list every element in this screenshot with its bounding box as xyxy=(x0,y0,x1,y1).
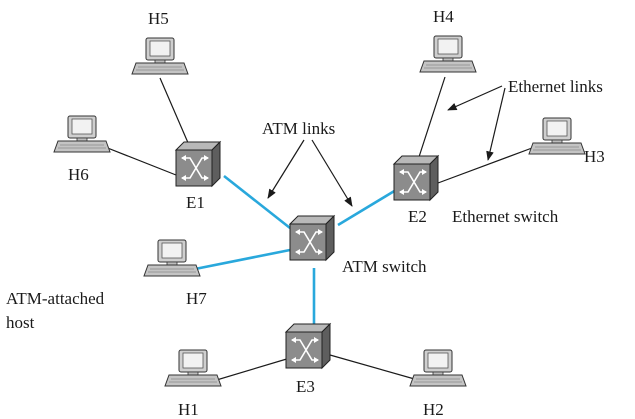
link-h1-e3 xyxy=(209,357,291,383)
ethernet-switch-e1-icon xyxy=(175,141,221,187)
computer-h6-icon xyxy=(53,115,111,153)
computer-h7-icon xyxy=(143,239,201,277)
label-h7: H7 xyxy=(186,289,207,308)
link-h4-e2 xyxy=(417,76,446,161)
label-atm-links: ATM links xyxy=(262,119,335,138)
link-h2-e3 xyxy=(329,354,419,381)
computer-h2-icon xyxy=(409,349,467,387)
link-h5-e1 xyxy=(159,77,193,153)
label-h5: H5 xyxy=(148,9,169,28)
atm-link-h7-atm xyxy=(189,248,291,272)
label-atm-attached-host: host xyxy=(6,313,35,332)
label-h6: H6 xyxy=(68,165,89,184)
atm-link-e1-atm xyxy=(223,174,291,230)
computer-h1-icon xyxy=(164,349,222,387)
link-h3-e2 xyxy=(437,147,533,184)
label-ethernet-switch: Ethernet switch xyxy=(452,207,559,226)
label-e2: E2 xyxy=(408,207,427,226)
computer-h4-icon xyxy=(419,35,477,73)
atm-link-e2-atm xyxy=(337,188,397,227)
label-e3: E3 xyxy=(296,377,315,396)
label-e1: E1 xyxy=(186,193,205,212)
label-h2: H2 xyxy=(423,400,444,419)
link-h6-e1 xyxy=(99,144,177,176)
arrow-ethernet-links-h3 xyxy=(486,87,506,161)
label-h4: H4 xyxy=(433,7,454,26)
label-atm-switch: ATM switch xyxy=(342,257,427,276)
ethernet-switch-e3-icon xyxy=(285,323,331,369)
computer-h5-icon xyxy=(131,37,189,75)
computer-h3-icon xyxy=(528,117,586,155)
label-h3: H3 xyxy=(584,147,605,166)
arrow-atm-links-left xyxy=(267,139,305,199)
atm-switch-icon xyxy=(289,215,335,261)
ethernet-switch-e2-icon xyxy=(393,155,439,201)
label-ethernet-links: Ethernet links xyxy=(508,77,603,96)
arrow-ethernet-links-h4 xyxy=(447,85,503,111)
label-atm-attached: ATM-attached xyxy=(6,289,105,308)
label-h1: H1 xyxy=(178,400,199,419)
arrow-atm-links-right xyxy=(311,139,353,207)
